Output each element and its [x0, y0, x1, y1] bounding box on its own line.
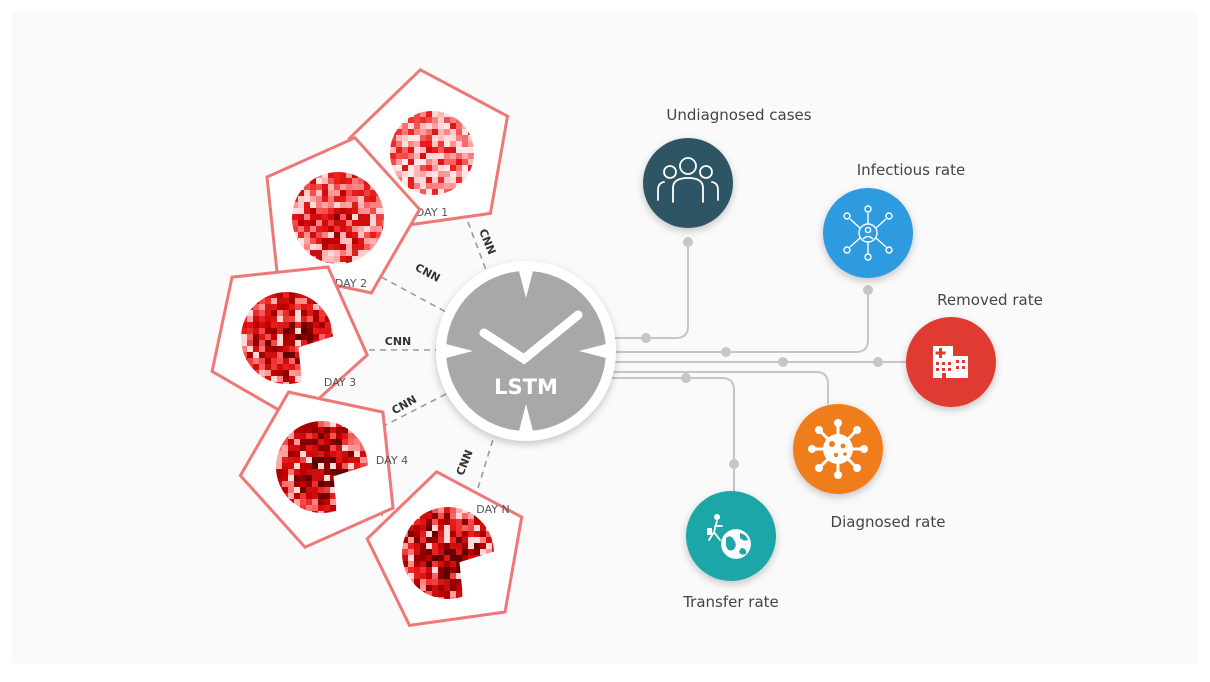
connector-dot — [729, 459, 739, 469]
connector-dot — [681, 373, 691, 383]
cnn-label: CNN — [413, 261, 443, 285]
virus-icon — [808, 419, 868, 479]
cnn-link-day1 — [467, 221, 487, 271]
connector-dot — [873, 357, 883, 367]
connector-diagnosed — [612, 371, 829, 404]
connector-dot — [778, 357, 788, 367]
output-circle — [643, 138, 733, 228]
cnn-label: CNN — [390, 393, 419, 418]
connector-dot — [683, 237, 693, 247]
clock-tick-3 — [579, 344, 606, 358]
output-undiagnosed-cases: Undiagnosed cases — [643, 106, 812, 228]
connector-undiagnosed — [612, 240, 689, 339]
cnn-label: CNN — [454, 448, 476, 477]
output-label: Infectious rate — [857, 161, 965, 179]
lstm-clock-face — [446, 271, 606, 431]
day-label: DAY 1 — [416, 206, 448, 219]
connector-dot — [641, 333, 651, 343]
cnn-label: CNN — [385, 335, 412, 348]
output-infectious-rate: Infectious rate — [823, 161, 965, 278]
day-label: DAY 4 — [376, 454, 408, 467]
day-label: DAY 3 — [324, 376, 356, 389]
day-label: DAY 2 — [335, 277, 367, 290]
clock-tick-6 — [519, 404, 533, 431]
clock-tick-9 — [446, 344, 473, 358]
connector-transfer — [612, 377, 735, 492]
day-frame-2: DAY 2 — [265, 135, 422, 295]
day-frame-4: DAY 4 — [238, 390, 408, 550]
connector-dots — [641, 237, 883, 469]
output-label: Diagnosed rate — [831, 513, 946, 531]
connector-infectious — [612, 288, 869, 353]
output-label: Removed rate — [937, 291, 1043, 309]
clock-ticks — [446, 271, 606, 431]
day-frame-3: DAY 3 — [210, 265, 370, 422]
cnn-link-dayn — [477, 435, 495, 489]
connector-dot — [721, 347, 731, 357]
clock-tick-12 — [519, 271, 533, 298]
network-spread-icon — [843, 205, 893, 261]
output-nodes: Undiagnosed cases Infectious rate — [643, 106, 1043, 611]
cnn-label: CNN — [476, 227, 498, 256]
hospital-icon — [933, 346, 968, 378]
output-connectors — [612, 240, 912, 492]
output-removed-rate: Removed rate — [906, 291, 1043, 407]
cnn-link-day2 — [371, 271, 447, 313]
clock-hands-icon — [479, 310, 583, 365]
output-diagnosed-rate: Diagnosed rate — [793, 404, 945, 531]
lstm-label: LSTM — [494, 375, 558, 399]
infection-heatmap — [390, 111, 474, 195]
output-label: Undiagnosed cases — [666, 106, 811, 124]
people-group-icon — [657, 157, 719, 203]
lstm-node: LSTM — [436, 261, 616, 441]
day-frame-5: DAY N — [365, 469, 524, 628]
output-label: Transfer rate — [682, 593, 779, 611]
connector-dot — [863, 285, 873, 295]
day-frames: DAY 1 DAY 2 DAY 3 DAY 4 DAY N — [210, 67, 524, 628]
travel-globe-icon — [707, 514, 751, 559]
output-transfer-rate: Transfer rate — [682, 491, 779, 611]
day-label: DAY N — [476, 503, 509, 516]
